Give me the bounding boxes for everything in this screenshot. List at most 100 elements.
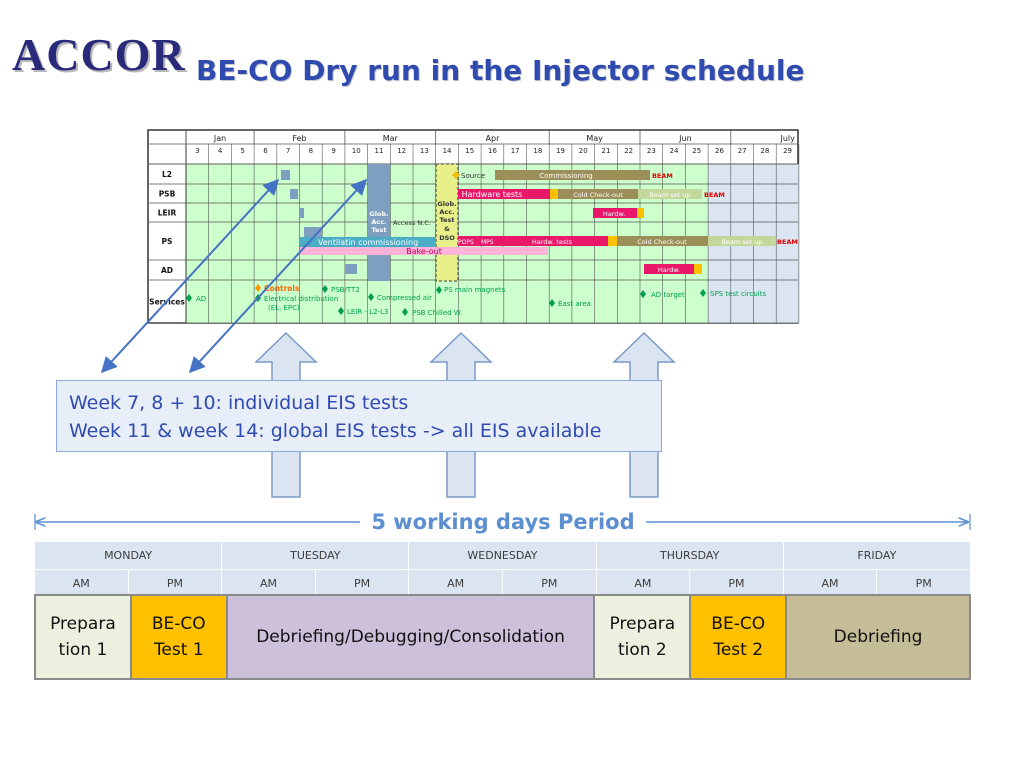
week-label: 6: [263, 147, 268, 155]
row-label: PS: [162, 237, 173, 246]
row-label: AD: [161, 266, 173, 275]
week-label: 22: [624, 147, 633, 155]
ad-hardw-bar: [644, 264, 694, 274]
glob1-label: Glob.: [369, 210, 388, 218]
week-label: 25: [692, 147, 701, 155]
glob2-label: Glob.: [437, 200, 456, 208]
day-thursday: THURSDAY: [595, 541, 784, 570]
week-label: 7: [286, 147, 290, 155]
acc2-label: Acc.: [439, 208, 454, 216]
service-psb-chilled-label: PSB Chilled W.: [412, 309, 462, 317]
week-label: 29: [783, 147, 792, 155]
halfday-row: AM PM AM PM AM PM AM PM AM PM: [34, 569, 971, 598]
source-diamond: [452, 171, 460, 179]
service-compressed-air-label: Compressed air: [377, 294, 432, 302]
day-monday: MONDAY: [33, 541, 223, 570]
commissioning-bar: [495, 170, 650, 180]
callout-arrow-2: [188, 178, 368, 374]
debugging-consolidation-cell: Debriefing/Debugging/Consolidation: [225, 594, 596, 680]
psb-beam-setup-label: Beam set up: [649, 191, 690, 199]
day-row: MONDAY TUESDAY WEDNESDAY THURSDAY FRIDAY: [33, 541, 972, 570]
be-co-test-1-cell: BE-CO Test 1: [129, 594, 228, 680]
ventilation-label: Ventilatin commissioning: [318, 238, 418, 247]
period-label: 5 working days Period: [360, 510, 646, 534]
dsg-label: DSO: [439, 234, 455, 242]
ps-cold-checkout-bar: [617, 236, 708, 246]
eis-tests-note: Week 7, 8 + 10: individual EIS tests Wee…: [56, 380, 662, 452]
monday-pm: PM: [127, 569, 223, 598]
month-label: Mar: [383, 134, 399, 143]
activity-table: Prepara tion 1 BE-CO Test 1 Debriefing/D…: [34, 594, 971, 680]
thursday-pm: PM: [689, 569, 784, 598]
l2-test-box: [281, 170, 290, 180]
month-label: July: [780, 134, 796, 143]
month-label: May: [586, 134, 603, 143]
access-nc-label: Access N.C.: [393, 219, 431, 227]
week-label: 20: [579, 147, 588, 155]
week-label: 18: [533, 147, 542, 155]
week-label: 28: [760, 147, 769, 155]
row-label: LEIR: [158, 209, 177, 218]
service-east-area-label: East area: [558, 300, 591, 308]
pops-label: POPS: [458, 239, 474, 246]
psb-test-box: [290, 189, 298, 199]
service-sps-test-label: SPS test circuits: [710, 290, 766, 298]
week-label: 21: [601, 147, 610, 155]
ps-hardware-bar: [458, 236, 608, 246]
ps-yellow-marker: [608, 236, 617, 246]
mps-label: MPS: [481, 239, 494, 246]
month-label: Feb: [292, 134, 306, 143]
leir-hardw-bar: [593, 208, 637, 218]
milestone-east-icon: [549, 299, 555, 307]
day-friday: FRIDAY: [782, 541, 972, 570]
row-label: PSB: [159, 190, 176, 199]
service-leir-l2-label: LEIR - L2-L3: [347, 308, 388, 316]
week-label: 23: [647, 147, 656, 155]
preparation-1-cell: Prepara tion 1: [34, 594, 132, 680]
tuesday-pm: PM: [314, 569, 410, 598]
ps-hardw-tests-label: Hardw. tests: [532, 238, 573, 246]
month-label: Jun: [678, 134, 692, 143]
week-label: 14: [443, 147, 452, 155]
hardware-tests-bar: [458, 189, 550, 199]
note-line-2: Week 11 & week 14: global EIS tests -> a…: [69, 420, 602, 442]
service-elec2-label: (EL, EPC): [268, 304, 300, 312]
beam-psb-label: BEAM: [704, 191, 725, 199]
ventilation-bar: [300, 237, 436, 247]
week-label: 13: [420, 147, 429, 155]
page-title: BE-CO Dry run in the Injector schedule: [196, 54, 805, 87]
commissioning-label: Commissioning: [539, 172, 593, 180]
service-ad-label: AD: [196, 295, 206, 303]
week-label: 8: [309, 147, 313, 155]
week-label: 11: [374, 147, 383, 155]
psb-beam-setup-bar: [638, 189, 702, 199]
psb-yellow-marker: [550, 189, 558, 199]
bakeout-label: Bake-out: [406, 247, 442, 256]
week-column-fill: [776, 164, 799, 323]
test1-label: Test: [372, 226, 387, 234]
leir-yellow-marker: [637, 208, 644, 218]
day-wednesday: WEDNESDAY: [408, 541, 597, 570]
psb-cold-checkout-bar: [558, 189, 638, 199]
milestone-sps-icon: [700, 289, 706, 297]
week-label: 16: [488, 147, 497, 155]
preparation-2-cell: Prepara tion 2: [593, 594, 692, 680]
service-ad-target-label: AD target: [651, 291, 685, 299]
ad-yellow-marker: [694, 264, 702, 274]
service-psb-tt2-label: PSB/TT2: [331, 286, 360, 294]
milestone-chilled-icon: [402, 308, 408, 316]
week-label: 12: [397, 147, 406, 155]
ps-beam-setup-label: Beam set up: [721, 238, 762, 246]
week-label: 24: [670, 147, 679, 155]
week-label: 15: [465, 147, 474, 155]
week-label: 3: [195, 147, 199, 155]
ps-cold-checkout-label: Cold Check-out: [637, 238, 687, 246]
day-tuesday: TUESDAY: [221, 541, 410, 570]
week-header-table: MONDAY TUESDAY WEDNESDAY THURSDAY FRIDAY…: [33, 541, 972, 598]
source-label: Source: [461, 172, 485, 180]
amp-label: &: [444, 225, 450, 233]
service-elec1-label: Electrical distribution: [264, 295, 338, 303]
